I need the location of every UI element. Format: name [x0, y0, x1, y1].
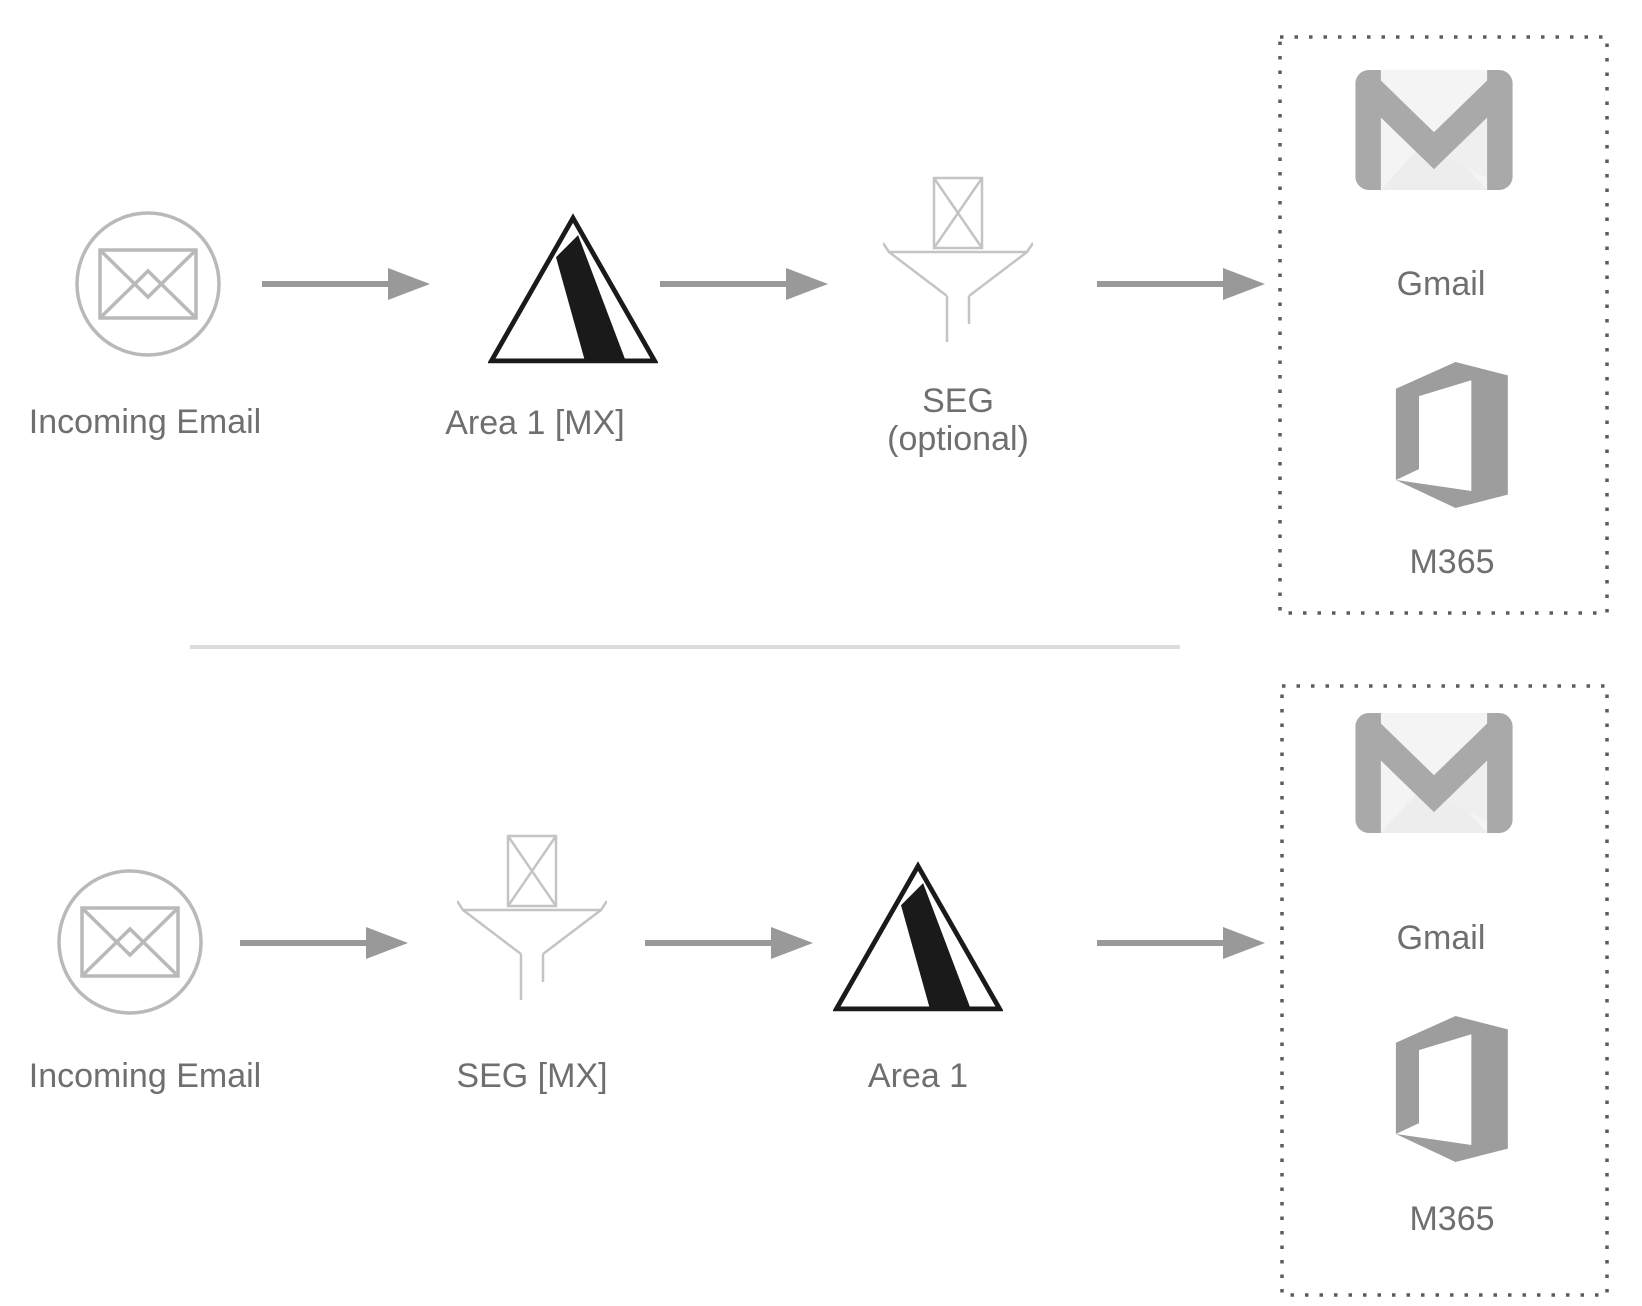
- flow-arrow: [1097, 268, 1265, 300]
- seg-optional-label: SEG: [922, 382, 994, 420]
- area1-label: Area 1: [867, 1057, 969, 1095]
- gmail-icon: [1355, 713, 1513, 833]
- m365-label: M365: [1409, 543, 1495, 581]
- area1-logo-icon: [488, 213, 658, 364]
- flow-arrow: [645, 927, 813, 959]
- incoming-email-icon: [75, 211, 221, 357]
- m365-icon: [1395, 1016, 1508, 1162]
- seg-funnel-icon: [883, 176, 1033, 342]
- area1-logo-icon: [833, 861, 1003, 1012]
- seg-mx-label: SEG [MX]: [456, 1057, 608, 1095]
- area1-mx-label: Area 1 [MX]: [445, 404, 625, 442]
- flow-arrow: [262, 268, 430, 300]
- incoming-email-label: Incoming Email: [28, 1057, 262, 1095]
- flow-arrow: [660, 268, 828, 300]
- gmail-label: Gmail: [1396, 919, 1486, 957]
- flow-arrow: [240, 927, 408, 959]
- incoming-email-icon: [57, 869, 203, 1015]
- m365-label: M365: [1409, 1200, 1495, 1238]
- incoming-email-label: Incoming Email: [28, 403, 262, 441]
- seg-optional-sublabel: (optional): [887, 420, 1029, 458]
- destinations-box: [1280, 684, 1609, 1297]
- gmail-icon: [1355, 70, 1513, 190]
- gmail-label: Gmail: [1396, 265, 1486, 303]
- section-divider: [190, 645, 1180, 649]
- flow-arrow: [1097, 927, 1265, 959]
- seg-funnel-icon: [457, 834, 607, 1000]
- m365-icon: [1395, 362, 1508, 508]
